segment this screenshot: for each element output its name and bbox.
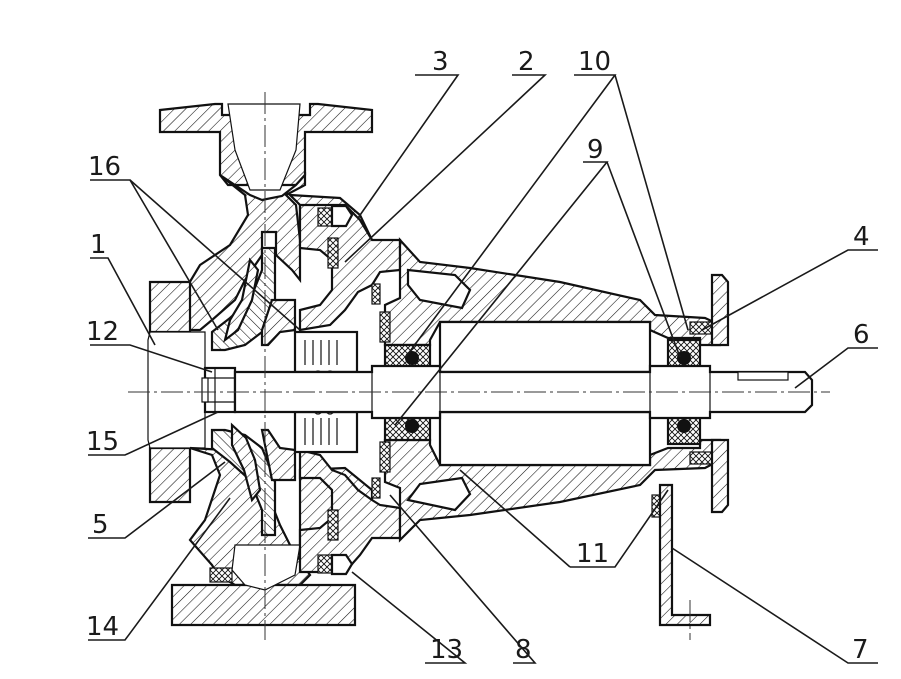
label-1: 1 xyxy=(90,230,107,260)
label-2: 2 xyxy=(518,47,535,77)
volute-casing xyxy=(147,102,374,627)
part-labels: 3 2 10 9 4 16 1 12 6 15 5 11 14 13 8 7 xyxy=(86,47,870,665)
pump-cover xyxy=(298,203,402,576)
label-8: 8 xyxy=(515,635,532,665)
label-9: 9 xyxy=(587,135,604,165)
label-7: 7 xyxy=(852,635,869,665)
label-14: 14 xyxy=(86,612,119,642)
label-5: 5 xyxy=(92,510,109,540)
label-3: 3 xyxy=(432,47,449,77)
label-15: 15 xyxy=(86,427,119,457)
leader-lines xyxy=(88,74,878,664)
label-10: 10 xyxy=(578,47,611,77)
label-11: 11 xyxy=(576,539,609,569)
label-12: 12 xyxy=(86,317,119,347)
label-6: 6 xyxy=(853,320,870,350)
end-flange xyxy=(710,273,730,514)
label-4: 4 xyxy=(853,222,870,252)
label-13: 13 xyxy=(430,635,463,665)
impeller xyxy=(201,246,297,537)
oil-chamber-lower xyxy=(438,410,652,467)
label-16: 16 xyxy=(88,152,121,182)
